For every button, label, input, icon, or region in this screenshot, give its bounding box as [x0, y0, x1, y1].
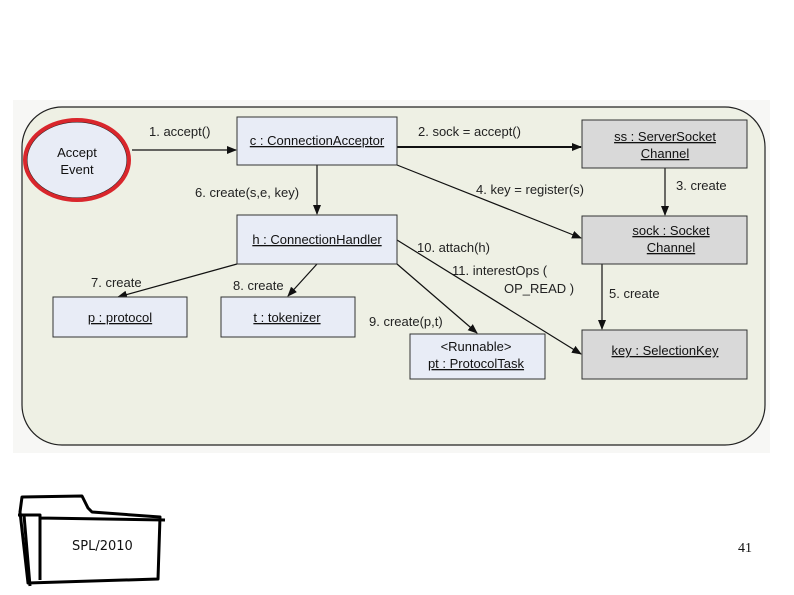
- edge-register: [396, 164, 582, 239]
- acceptor-label: c : ConnectionAcceptor: [250, 133, 385, 148]
- task-stereotype: <Runnable>: [441, 339, 512, 354]
- accept-event-node: [26, 121, 128, 199]
- socket-label-2: Channel: [647, 240, 696, 255]
- message-10: 10. attach(h): [417, 240, 490, 255]
- socket-label-1: sock : Socket: [632, 223, 710, 238]
- message-9: 9. create(p,t): [369, 314, 443, 329]
- accept-event-label-2: Event: [60, 162, 94, 177]
- message-8: 8. create: [233, 278, 284, 293]
- message-11-line2: OP_READ ): [504, 281, 574, 296]
- socket-box: [581, 215, 748, 265]
- edge-create-9: [396, 263, 478, 334]
- server-socket-label-2: Channel: [641, 146, 690, 161]
- protocol-box: [52, 296, 188, 338]
- handler-label: h : ConnectionHandler: [252, 232, 382, 247]
- edge-create-8: [287, 263, 318, 297]
- task-label: pt : ProtocolTask: [428, 356, 525, 371]
- highlight-circle: [23, 118, 131, 202]
- tokenizer-box: [220, 296, 356, 338]
- selection-key-label: key : SelectionKey: [612, 343, 719, 358]
- server-socket-label-1: ss : ServerSocket: [614, 129, 716, 144]
- message-4: 4. key = register(s): [476, 182, 584, 197]
- message-2: 2. sock = accept(): [418, 124, 521, 139]
- message-7: 7. create: [91, 275, 142, 290]
- course-label: SPL/2010: [72, 539, 133, 554]
- edge-attach: [396, 239, 582, 355]
- message-3: 3. create: [676, 178, 727, 193]
- accept-event-label-1: Accept: [57, 145, 97, 160]
- edge-create-7: [117, 263, 238, 299]
- message-6: 6. create(s,e, key): [195, 185, 299, 200]
- selection-key-box: [581, 329, 748, 380]
- folder-logo-icon: [18, 494, 166, 587]
- protocol-label: p : protocol: [88, 310, 152, 325]
- message-11-line1: 11. interestOps (: [452, 263, 548, 278]
- page-number: 41: [738, 541, 752, 556]
- acceptor-box: [236, 116, 398, 166]
- handler-box: [236, 214, 398, 265]
- diagram-frame: [21, 106, 766, 446]
- protocol-task-box: [409, 333, 546, 380]
- server-socket-box: [581, 119, 748, 169]
- message-5: 5. create: [609, 286, 660, 301]
- tokenizer-label: t : tokenizer: [253, 310, 321, 325]
- message-1: 1. accept(): [149, 124, 210, 139]
